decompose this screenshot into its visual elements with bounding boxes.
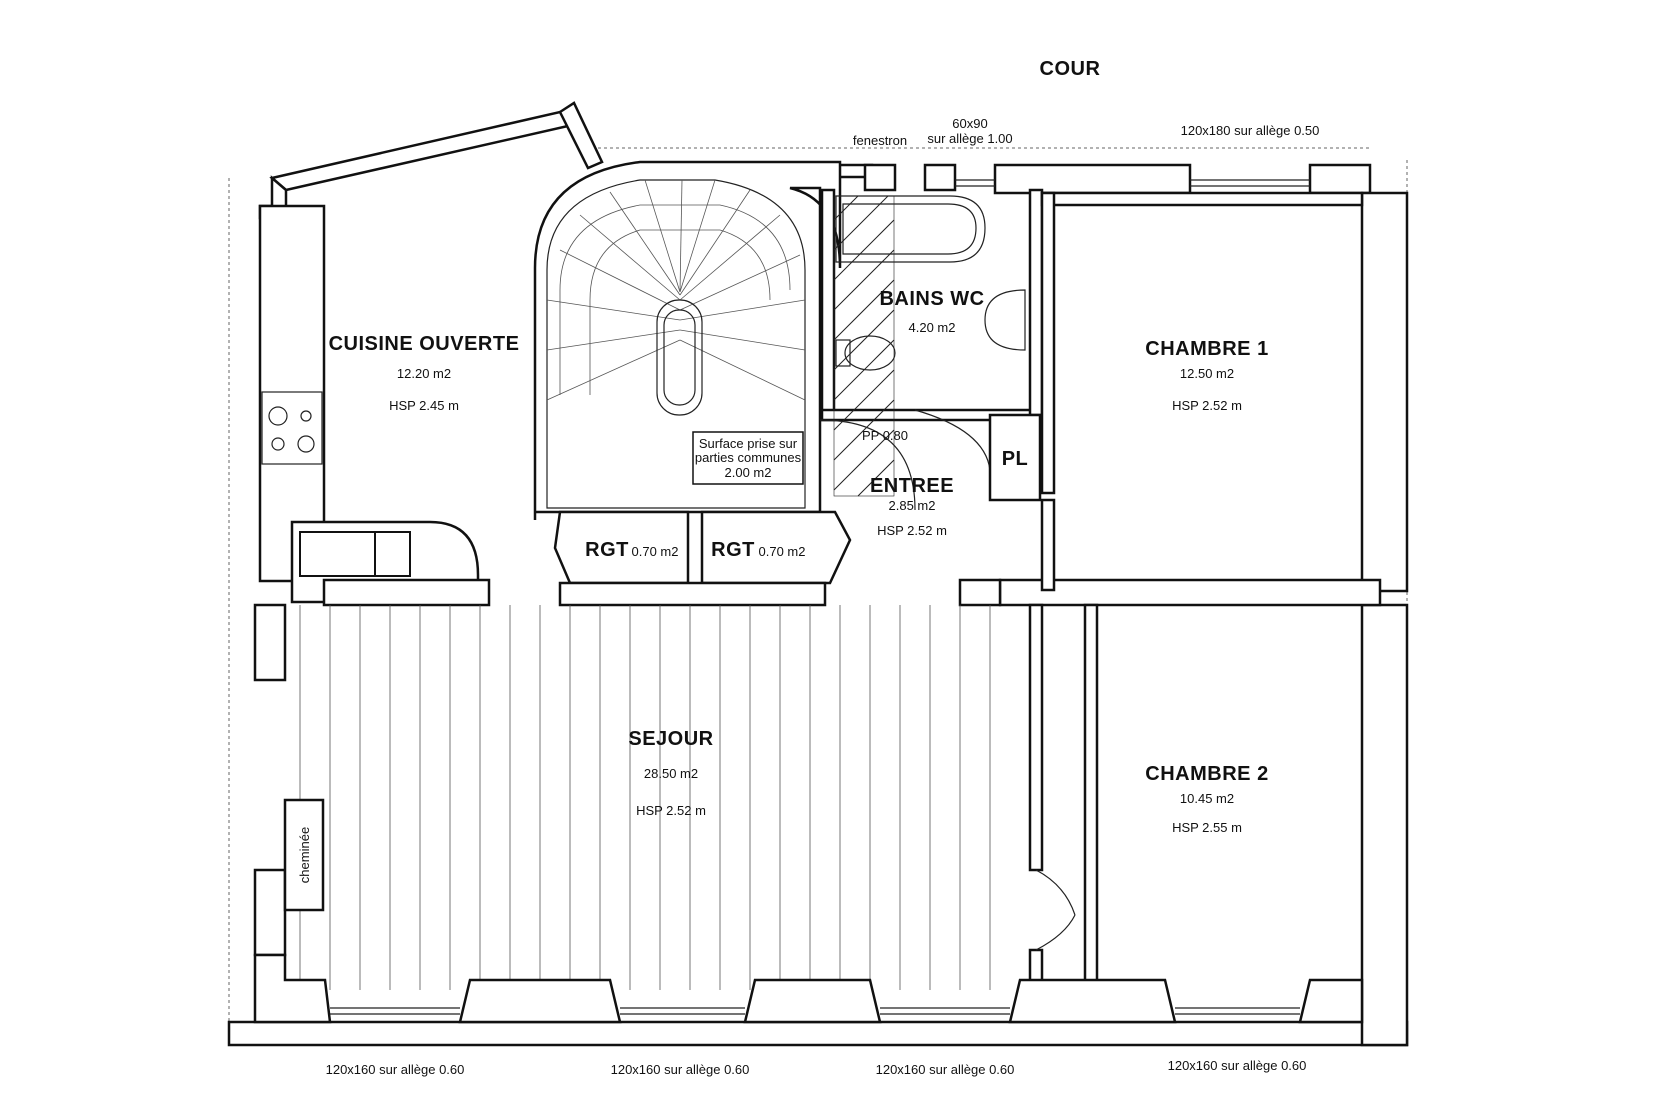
cooktop xyxy=(261,391,323,465)
rgt1-area: 0.70 m2 xyxy=(632,544,679,559)
common-area-note: Surface prise sur parties communes 2.00 … xyxy=(692,431,804,485)
chambre1-area: 12.50 m2 xyxy=(1180,366,1234,381)
fireplace xyxy=(283,798,325,912)
chambre2-area: 10.45 m2 xyxy=(1180,791,1234,806)
fenestron-sill-label: sur allège 1.00 xyxy=(927,131,1012,146)
rgt2-name: RGT xyxy=(711,539,755,561)
rgt1-name: RGT xyxy=(585,539,629,561)
bains-name: BAINS WC xyxy=(879,288,984,310)
entree-height: HSP 2.52 m xyxy=(877,523,947,538)
window-piers xyxy=(253,179,1364,1024)
pl-label: PL xyxy=(1002,448,1029,470)
chambre2-name: CHAMBRE 2 xyxy=(1145,763,1268,785)
sejour-name: SEJOUR xyxy=(628,728,713,750)
fenestron-size-label: 60x90 xyxy=(952,116,987,131)
interior-walls xyxy=(290,160,1382,992)
chambre1-height: HSP 2.52 m xyxy=(1172,398,1242,413)
fireplace-label: cheminée xyxy=(297,827,312,883)
cuisine-area: 12.20 m2 xyxy=(397,366,451,381)
cuisine-name: CUISINE OUVERTE xyxy=(329,333,520,355)
common-area-line3: 2.00 m2 xyxy=(725,465,772,480)
bottom-window-label-1: 120x160 sur allège 0.60 xyxy=(326,1062,465,1077)
top-right-window-label: 120x180 sur allège 0.50 xyxy=(1181,123,1320,138)
chambre2-height: HSP 2.55 m xyxy=(1172,820,1242,835)
rgt2-area: 0.70 m2 xyxy=(759,544,806,559)
common-area-line1: Surface prise sur xyxy=(699,436,798,451)
courtyard-label: COUR xyxy=(1040,58,1101,80)
bains-area: 4.20 m2 xyxy=(909,320,956,335)
parquet-lines xyxy=(299,605,991,990)
bottom-window-label-3: 120x160 sur allège 0.60 xyxy=(876,1062,1015,1077)
sejour-height: HSP 2.52 m xyxy=(636,803,706,818)
chambre1-name: CHAMBRE 1 xyxy=(1145,338,1268,360)
sejour-area: 28.50 m2 xyxy=(644,766,698,781)
cuisine-height: HSP 2.45 m xyxy=(389,398,459,413)
entree-area: 2.85 m2 xyxy=(889,498,936,513)
fenestron-label: fenestron xyxy=(853,133,907,148)
entree-name: ENTREE xyxy=(870,475,954,497)
bottom-window-label-4: 120x160 sur allège 0.60 xyxy=(1168,1058,1307,1073)
common-area-hatch xyxy=(833,195,895,497)
common-area-line2: parties communes xyxy=(695,450,802,465)
pp-label: PP 0.80 xyxy=(862,428,908,443)
bottom-window-label-2: 120x160 sur allège 0.60 xyxy=(611,1062,750,1077)
